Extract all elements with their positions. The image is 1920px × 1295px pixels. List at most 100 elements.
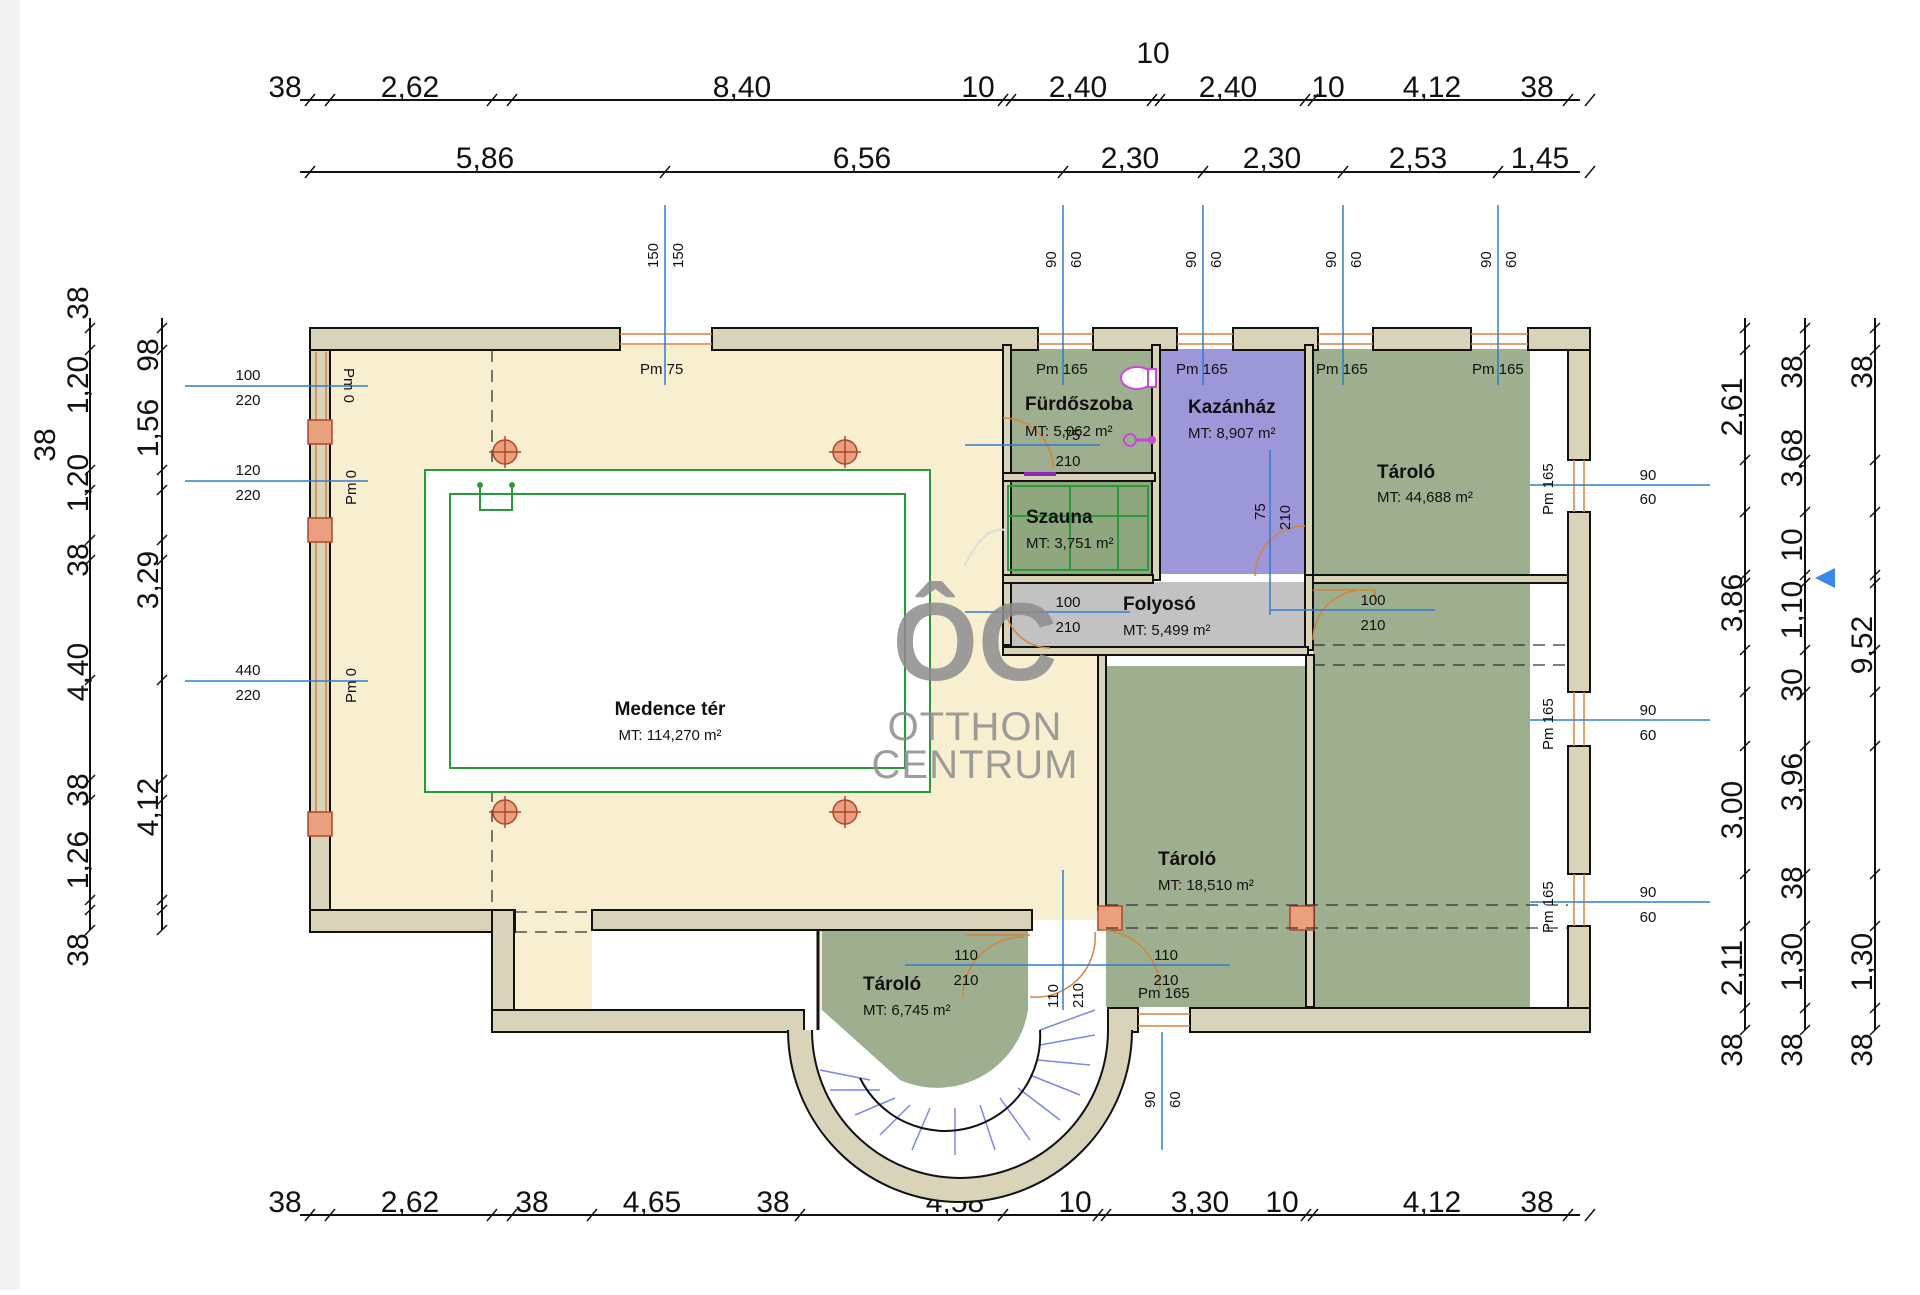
- dimension-tick: [1869, 686, 1881, 698]
- dim-label: 38: [1716, 1033, 1749, 1066]
- dimension-tick: [1739, 1002, 1751, 1014]
- dimension-tick: [1739, 920, 1751, 932]
- opening-width: 90: [1640, 702, 1657, 719]
- dimension-tick: [1739, 322, 1751, 334]
- pm-label: Pm 165: [1472, 361, 1524, 378]
- dim-label: 38: [62, 286, 95, 319]
- dim-label: 4,12: [132, 778, 165, 836]
- dimension-tick: [84, 554, 96, 566]
- opening-width: 90: [1640, 884, 1657, 901]
- dimension-tick: [1799, 868, 1811, 880]
- opening-labels-right: 90 60 90 60 90 60: [1640, 467, 1657, 926]
- dim-label: 10: [1058, 1186, 1091, 1219]
- dimension-tick: [1739, 1024, 1751, 1036]
- dimension-tick: [156, 344, 168, 356]
- dimension-tick: [1799, 1002, 1811, 1014]
- dimension-tick: [1869, 322, 1881, 334]
- walls: [309, 327, 1591, 1033]
- opening-height: 60: [1640, 909, 1657, 926]
- dim-label: 2,62: [381, 1186, 439, 1219]
- door-width: 110: [1154, 947, 1178, 964]
- bathroom-fixtures: [1024, 366, 1157, 476]
- dimension-tick: [324, 1208, 336, 1222]
- dimension-tick: [1562, 1208, 1574, 1222]
- dim-label: 38: [62, 773, 95, 806]
- dimension-tick: [1869, 868, 1881, 880]
- storage-mid-fill: [1106, 666, 1306, 1007]
- dimension-tick: [324, 93, 336, 107]
- dimension-tick: [506, 1208, 518, 1222]
- pm-label: Pm 0: [343, 470, 360, 505]
- left-dims: 38 38 38 1,20 38 4,40 1,26 38 1,20 98 1,…: [29, 286, 165, 966]
- dim-label: 1,30: [1846, 933, 1879, 991]
- dim-label: 9,52: [1846, 616, 1879, 674]
- storage-round-fill: [822, 930, 1028, 1088]
- dimension-tick: [84, 322, 96, 334]
- door-height: 210: [953, 972, 978, 989]
- watermark-mark: ÔC: [893, 581, 1058, 704]
- dimension-tick: [1584, 93, 1596, 107]
- room-area: MT: 8,907 m²: [1188, 425, 1276, 442]
- dim-label: 30: [1776, 668, 1809, 701]
- dim-label: 2,30: [1243, 142, 1301, 175]
- opening-height: 220: [235, 487, 260, 504]
- opening-width: 100: [235, 367, 260, 384]
- dim-label: 10: [1265, 1186, 1298, 1219]
- dimension-tick: [1562, 93, 1574, 107]
- dim-label: 1,10: [1776, 581, 1809, 639]
- dim-label: 38: [1776, 866, 1809, 899]
- pm-label: Pm 165: [1138, 985, 1190, 1002]
- watermark-line1: OTTHON: [888, 705, 1063, 749]
- sauna-benches: [1007, 485, 1149, 571]
- dim-label: 2,62: [381, 71, 439, 104]
- spiral-stair: [787, 930, 1133, 1203]
- opening-width: 90: [1323, 251, 1340, 268]
- dimension-tick: [1739, 577, 1751, 589]
- dimension-tick: [1869, 577, 1881, 589]
- dimension-tick: [84, 534, 96, 546]
- dimension-tick: [1799, 322, 1811, 334]
- door-height: 210: [1055, 619, 1080, 636]
- sauna-fill: [1004, 482, 1152, 574]
- dimension-tick: [1739, 454, 1751, 466]
- dimension-tick: [1739, 644, 1751, 656]
- dim-label: 6,56: [833, 142, 891, 175]
- opening-height: 150: [670, 243, 687, 268]
- door-width: 110: [954, 947, 978, 964]
- dimension-tick: [486, 1208, 498, 1222]
- dimension-tick: [1799, 1024, 1811, 1036]
- dimension-tick: [304, 93, 316, 107]
- corridor-fill: [1004, 582, 1307, 646]
- pm-label: Pm 75: [640, 361, 683, 378]
- elevation-marker-icon: [1815, 568, 1835, 588]
- dimension-tick: [84, 344, 96, 356]
- dimension-tick: [1739, 686, 1751, 698]
- dimension-tick: [1799, 506, 1811, 518]
- opening-height: 60: [1640, 491, 1657, 508]
- right-dims: 2,61 3,86 3,00 2,11 38 38 3,68 10 1,10 3…: [1716, 355, 1879, 1066]
- dimension-tick: [1869, 1024, 1881, 1036]
- dimension-tick: [156, 484, 168, 496]
- dimension-tick: [586, 1208, 598, 1222]
- dimension-tick: [304, 1208, 316, 1222]
- dimension-tick: [1492, 165, 1504, 179]
- dimension-tick: [156, 774, 168, 786]
- bath-threshold-icon: [1024, 472, 1056, 476]
- dimension-tick: [156, 534, 168, 546]
- dimension-tick: [1300, 1208, 1312, 1222]
- pm-label: Pm 165: [1316, 361, 1368, 378]
- dimension-tick: [84, 774, 96, 786]
- dimension-tick: [1799, 686, 1811, 698]
- room-labels: Medence tér MT: 114,270 m² Fürdőszoba MT…: [615, 394, 1473, 1019]
- opening-indicator-lines: [185, 205, 1710, 1150]
- dimension-tick: [84, 904, 96, 916]
- dimension-tick: [156, 904, 168, 916]
- dim-label: 3,29: [132, 551, 165, 609]
- dim-label: 1,45: [1511, 142, 1569, 175]
- facade-columns: [307, 419, 1315, 931]
- door-width: 110: [1045, 984, 1062, 1008]
- door-height: 60: [1167, 1091, 1184, 1108]
- opening-width: 90: [1640, 467, 1657, 484]
- dimension-tick: [1299, 93, 1311, 107]
- dimension-tick: [156, 924, 168, 936]
